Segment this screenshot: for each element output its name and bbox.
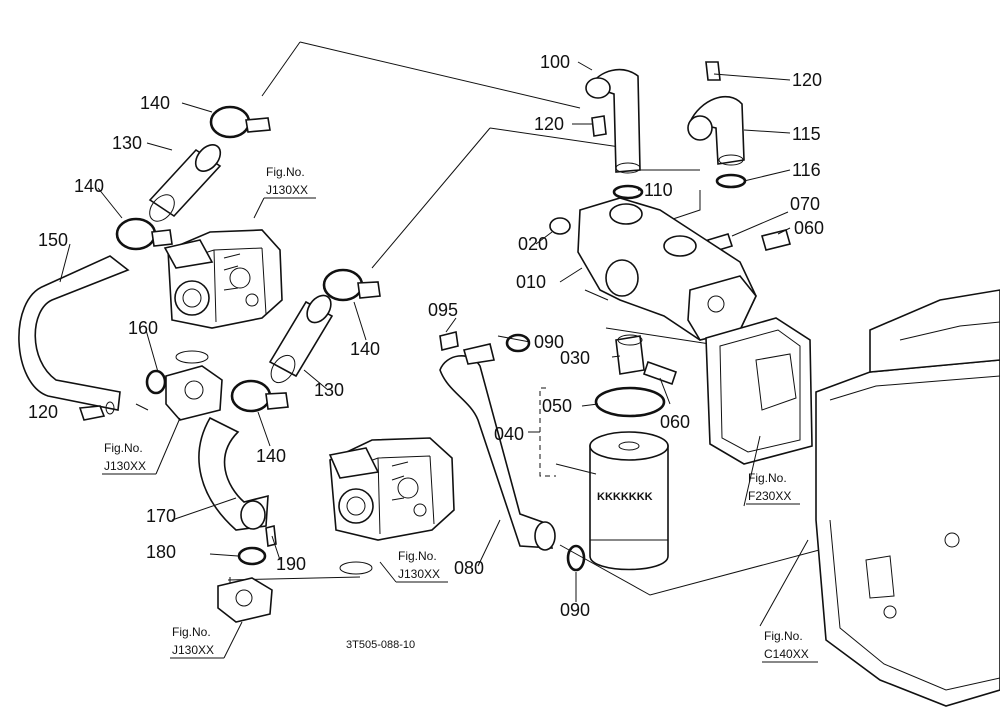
- fig-ref-flange-bottom: Fig.No. J130XX: [170, 621, 243, 659]
- callout-010: 010: [516, 272, 546, 292]
- drawing-code: 3T505-088-10: [346, 639, 415, 651]
- svg-text:F230XX: F230XX: [748, 489, 791, 503]
- filter-brand-text: KKKKKKK: [597, 491, 653, 503]
- hose-clamps: [115, 105, 381, 413]
- callout-180: 180: [146, 542, 176, 562]
- callout-090b: 090: [560, 600, 590, 620]
- callout-140b: 140: [74, 176, 104, 196]
- hose-130-bottom: [268, 294, 334, 384]
- callout-160: 160: [128, 318, 158, 338]
- hose-170: [198, 416, 269, 531]
- svg-text:J130XX: J130XX: [104, 459, 146, 473]
- svg-text:J130XX: J130XX: [172, 643, 214, 657]
- o-rings-center: [505, 173, 747, 572]
- fig-ref-flange-left: Fig.No. J130XX: [102, 417, 181, 475]
- flange-left: [78, 365, 223, 421]
- transmission-housing: [815, 289, 1000, 707]
- callout-120b: 120: [534, 114, 564, 134]
- fig-ref-housing: Fig.No. C140XX: [762, 629, 818, 663]
- callout-120c: 120: [792, 70, 822, 90]
- callout-labels: 140 130 140 150 160 120 170 180 190 140 …: [28, 52, 824, 620]
- callout-115: 115: [792, 124, 821, 144]
- manifold-010: [577, 197, 757, 341]
- callout-060a: 060: [794, 218, 824, 238]
- hydraulic-pump-bottom: [328, 437, 455, 575]
- fig-ref-pump-bottom: Fig.No. J130XX: [379, 549, 448, 583]
- fig-ref-cover-plate: Fig.No. F230XX: [746, 471, 800, 505]
- svg-text:J130XX: J130XX: [266, 183, 308, 197]
- callout-020: 020: [518, 234, 548, 254]
- callout-120a: 120: [28, 402, 58, 422]
- callout-116: 116: [792, 160, 821, 180]
- svg-text:Fig.No.: Fig.No.: [764, 629, 803, 643]
- fig-ref-pump-top: Fig.No. J130XX: [253, 165, 316, 219]
- hose-150: [18, 255, 130, 411]
- callout-050: 050: [542, 396, 572, 416]
- callout-090a: 090: [534, 332, 564, 352]
- gasket-050: [594, 386, 666, 418]
- callout-140a: 140: [140, 93, 170, 113]
- svg-text:C140XX: C140XX: [764, 647, 809, 661]
- callout-190: 190: [276, 554, 306, 574]
- callout-140c: 140: [350, 339, 380, 359]
- leader-lines: [59, 61, 809, 627]
- cover-plate: [705, 317, 813, 465]
- svg-text:J130XX: J130XX: [398, 567, 440, 581]
- svg-text:Fig.No.: Fig.No.: [748, 471, 787, 485]
- callout-110: 110: [644, 180, 673, 200]
- svg-text:Fig.No.: Fig.No.: [398, 549, 437, 563]
- hose-130-top: [148, 144, 222, 222]
- callout-140d: 140: [256, 446, 286, 466]
- callout-100: 100: [540, 52, 570, 72]
- svg-text:Fig.No.: Fig.No.: [172, 625, 211, 639]
- oil-filter-040: KKKKKKK: [589, 431, 669, 571]
- callout-080: 080: [454, 558, 484, 578]
- callout-095: 095: [428, 300, 458, 320]
- callout-150: 150: [38, 230, 68, 250]
- callout-170: 170: [146, 506, 176, 526]
- callout-030: 030: [560, 348, 590, 368]
- callout-060b: 060: [660, 412, 690, 432]
- svg-text:Fig.No.: Fig.No.: [104, 441, 143, 455]
- flange-bottom: [217, 525, 277, 623]
- hose-080: [439, 343, 556, 551]
- svg-text:Fig.No.: Fig.No.: [266, 165, 305, 179]
- pipe-100: [585, 68, 641, 174]
- callout-130a: 130: [112, 133, 142, 153]
- nipple-030: [615, 334, 645, 375]
- pipe-115: [687, 95, 745, 166]
- callout-070: 070: [790, 194, 820, 214]
- callout-130b: 130: [314, 380, 344, 400]
- callout-040: 040: [494, 424, 524, 444]
- hydraulic-pump-top: [163, 229, 283, 364]
